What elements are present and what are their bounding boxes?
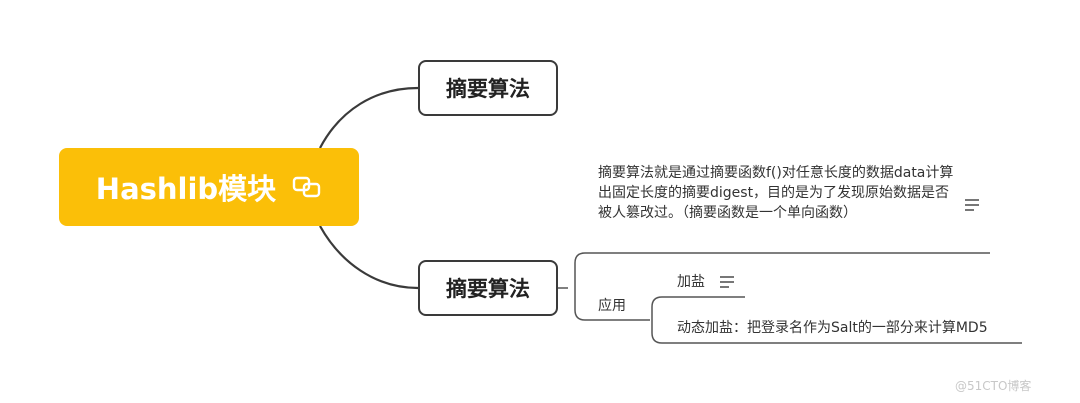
topic-digest-algorithm-2[interactable]: 摘要算法 bbox=[418, 260, 558, 316]
subtopic-salt-label: 加盐 bbox=[677, 274, 705, 290]
bracket-apply bbox=[651, 296, 663, 344]
topic-label: 摘要算法 bbox=[446, 77, 530, 101]
root-topic[interactable]: Hashlib模块 bbox=[59, 148, 359, 226]
subtopic-apply[interactable]: 应用 bbox=[598, 295, 626, 315]
notes-icon[interactable] bbox=[719, 274, 735, 293]
link-icon[interactable] bbox=[292, 176, 322, 198]
watermark: @51CTO博客 bbox=[955, 377, 1031, 394]
note-description[interactable]: 摘要算法就是通过摘要函数f()对任意长度的数据data计算出固定长度的摘要dig… bbox=[598, 163, 960, 223]
connector-root-topic1 bbox=[319, 86, 419, 149]
note-text: 摘要算法就是通过摘要函数f()对任意长度的数据data计算出固定长度的摘要dig… bbox=[598, 165, 954, 221]
topic-label: 摘要算法 bbox=[446, 277, 530, 301]
subtopic-apply-label: 应用 bbox=[598, 298, 626, 314]
watermark-text: @51CTO博客 bbox=[955, 379, 1032, 393]
topic-digest-algorithm-1[interactable]: 摘要算法 bbox=[418, 60, 558, 116]
subtopic-salt[interactable]: 加盐 bbox=[677, 271, 705, 291]
subtopic-dynamic-salt-label: 动态加盐：把登录名作为Salt的一部分来计算MD5 bbox=[677, 320, 988, 336]
subtopic-dynamic-salt[interactable]: 动态加盐：把登录名作为Salt的一部分来计算MD5 bbox=[677, 317, 988, 337]
notes-icon[interactable] bbox=[964, 197, 980, 216]
bracket-topic2 bbox=[574, 252, 586, 321]
root-label: Hashlib模块 bbox=[95, 172, 277, 206]
connector-root-topic2 bbox=[319, 225, 419, 290]
